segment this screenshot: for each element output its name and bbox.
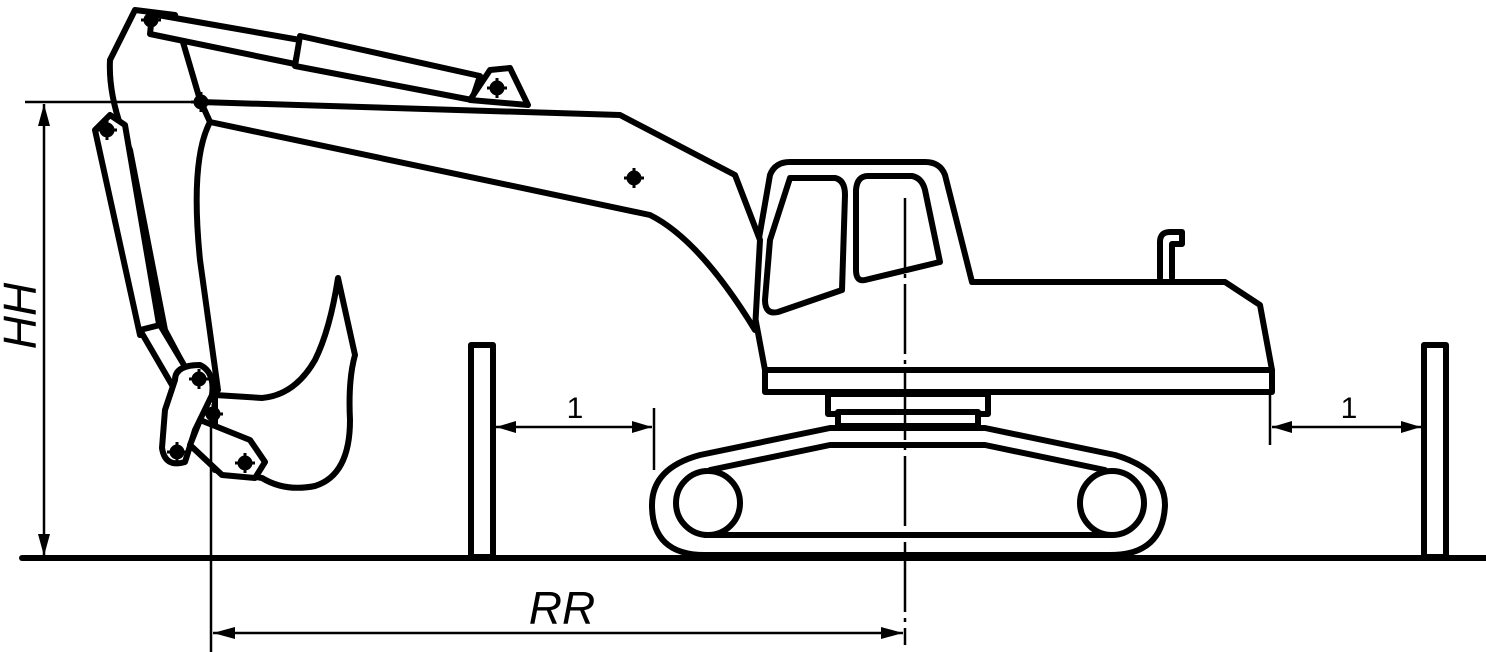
right-clearance-dimension: 1 [1268, 392, 1421, 445]
radius-dimension: RR [209, 420, 903, 652]
right-post [1421, 342, 1449, 560]
crawler-track [649, 425, 1168, 558]
pin-icon [167, 442, 187, 462]
pin-icon [141, 10, 161, 30]
radius-label: RR [529, 582, 595, 634]
left-clearance-dimension: 1 [496, 392, 656, 470]
left-idler-wheel [673, 468, 743, 538]
pin-icon [487, 78, 507, 98]
bucket [212, 275, 358, 491]
left-post [468, 342, 496, 560]
pin-icon [189, 369, 209, 389]
cab-window-front [853, 173, 943, 284]
pin-icon [203, 404, 223, 424]
pin-icon [624, 168, 644, 188]
bucket-linkage [159, 362, 268, 481]
pivot-pins [97, 10, 644, 473]
pin-icon [235, 453, 255, 473]
right-idler-wheel [1077, 468, 1147, 538]
right-clearance-label: 1 [1341, 392, 1358, 425]
arm [106, 7, 221, 395]
height-dimension: HH [0, 100, 205, 556]
height-label: HH [0, 282, 46, 349]
left-clearance-label: 1 [567, 392, 584, 425]
exhaust-pipe [1157, 229, 1185, 281]
boom-cylinder [147, 11, 531, 108]
boom [197, 99, 763, 333]
pin-icon [97, 120, 117, 140]
upper-structure [747, 159, 1275, 395]
cab-window-rear [762, 175, 848, 316]
